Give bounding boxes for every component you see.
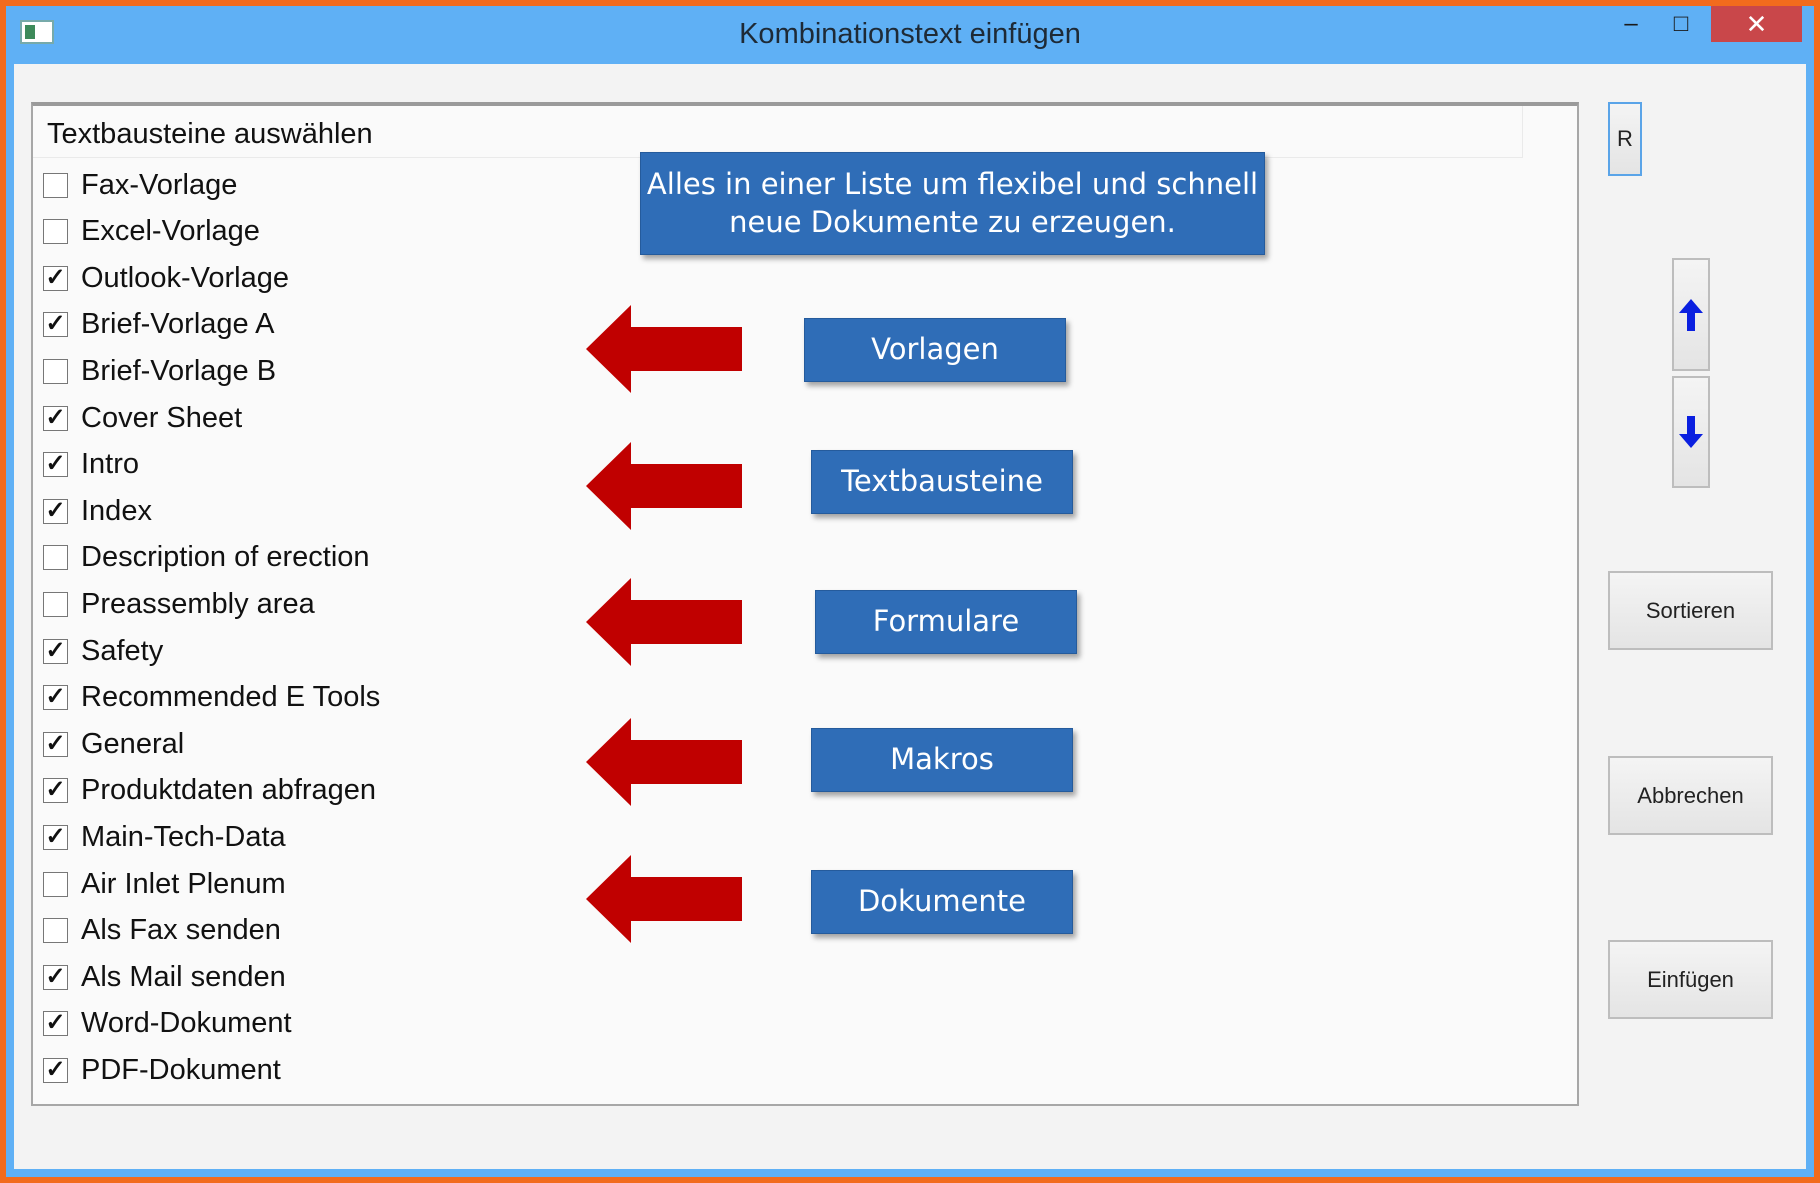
list-item[interactable]: ✓ Safety xyxy=(43,630,163,672)
item-label: PDF-Dokument xyxy=(81,1053,281,1086)
label-dokumente: Dokumente xyxy=(811,870,1073,934)
maximize-button[interactable]: □ xyxy=(1673,10,1689,37)
label-vorlagen: Vorlagen xyxy=(804,318,1066,382)
item-label: Cover Sheet xyxy=(81,401,243,434)
list-item[interactable]: ✓ Cover Sheet xyxy=(43,397,242,439)
r-button[interactable]: R xyxy=(1608,102,1642,176)
item-label: Brief-Vorlage B xyxy=(81,354,277,387)
app-icon xyxy=(20,20,54,44)
checkbox[interactable]: ✓ xyxy=(43,452,68,478)
callout-line-1: Alles in einer Liste um flexibel und sch… xyxy=(646,166,1259,201)
checkbox[interactable]: ✓ xyxy=(43,824,68,850)
item-label: General xyxy=(81,727,185,760)
checkbox[interactable] xyxy=(43,219,68,245)
item-label: Safety xyxy=(81,634,164,667)
checkbox[interactable] xyxy=(43,358,68,384)
checkbox[interactable]: ✓ xyxy=(43,638,68,664)
label-makros: Makros xyxy=(811,728,1073,792)
list-item[interactable]: ✓ Index xyxy=(43,490,152,532)
move-down-button[interactable] xyxy=(1672,376,1710,488)
list-item[interactable]: Air Inlet Plenum xyxy=(43,863,286,905)
checkbox[interactable] xyxy=(43,918,68,944)
list-item[interactable]: ✓ Produktdaten abfragen xyxy=(43,770,376,812)
title-bar: Kombinationstext einfügen ‒ □ ✕ xyxy=(6,6,1814,62)
item-label: Preassembly area xyxy=(81,587,315,620)
list-item[interactable]: Brief-Vorlage B xyxy=(43,350,276,392)
checkbox[interactable]: ✓ xyxy=(43,265,68,291)
list-item[interactable]: Description of erection xyxy=(43,537,370,579)
list-item[interactable]: Excel-Vorlage xyxy=(43,211,260,253)
red-arrow-left-icon xyxy=(586,855,742,943)
sort-button[interactable]: Sortieren xyxy=(1608,571,1773,650)
list-item[interactable]: Als Fax senden xyxy=(43,910,281,952)
list-item[interactable]: ✓ Recommended E Tools xyxy=(43,677,380,719)
checkbox[interactable]: ✓ xyxy=(43,312,68,338)
item-label: Produktdaten abfragen xyxy=(81,774,377,807)
list-item[interactable]: ✓ Brief-Vorlage A xyxy=(43,304,274,346)
callout-line-2: neue Dokumente zu erzeugen. xyxy=(729,204,1176,239)
arrow-down-icon xyxy=(1679,416,1703,448)
checkbox[interactable] xyxy=(43,545,68,571)
checkbox[interactable]: ✓ xyxy=(43,405,68,431)
list-item[interactable]: Preassembly area xyxy=(43,583,315,625)
minimize-button[interactable]: ‒ xyxy=(1624,10,1638,37)
list-item[interactable]: ✓ Main-Tech-Data xyxy=(43,816,286,858)
insert-button[interactable]: Einfügen xyxy=(1608,940,1773,1019)
red-arrow-left-icon xyxy=(586,578,742,666)
checkbox[interactable] xyxy=(43,871,68,897)
list-item[interactable]: ✓ PDF-Dokument xyxy=(43,1049,281,1091)
item-label: Excel-Vorlage xyxy=(81,215,260,248)
checkbox[interactable]: ✓ xyxy=(43,964,68,990)
checkbox[interactable] xyxy=(43,172,68,198)
checkbox[interactable]: ✓ xyxy=(43,1011,68,1037)
checkbox[interactable]: ✓ xyxy=(43,1057,68,1083)
item-label: Outlook-Vorlage xyxy=(81,261,289,294)
checkbox[interactable]: ✓ xyxy=(43,731,68,757)
item-label: Recommended E Tools xyxy=(81,681,381,714)
red-arrow-left-icon xyxy=(586,442,742,530)
list-item[interactable]: Fax-Vorlage xyxy=(43,164,237,206)
dialog-window: Kombinationstext einfügen ‒ □ ✕ Textbaus… xyxy=(6,6,1814,1177)
checkbox[interactable]: ✓ xyxy=(43,498,68,524)
item-label: Main-Tech-Data xyxy=(81,820,286,853)
callout-box: Alles in einer Liste um flexibel und sch… xyxy=(640,152,1265,255)
checkbox[interactable]: ✓ xyxy=(43,778,68,804)
item-label: Als Mail senden xyxy=(81,960,286,993)
list-header: Textbausteine auswählen xyxy=(33,106,1523,158)
item-label: Brief-Vorlage A xyxy=(81,308,275,341)
move-up-button[interactable] xyxy=(1672,258,1710,371)
item-label: Fax-Vorlage xyxy=(81,168,238,201)
list-item[interactable]: ✓ Intro xyxy=(43,444,139,486)
cancel-button[interactable]: Abbrechen xyxy=(1608,756,1773,835)
red-arrow-left-icon xyxy=(586,305,742,393)
checkbox[interactable]: ✓ xyxy=(43,685,68,711)
item-label: Index xyxy=(81,494,152,527)
window-title: Kombinationstext einfügen xyxy=(739,18,1081,50)
list-item[interactable]: ✓ Word-Dokument xyxy=(43,1003,292,1045)
label-formulare: Formulare xyxy=(815,590,1077,654)
label-textbausteine: Textbausteine xyxy=(811,450,1073,514)
red-arrow-left-icon xyxy=(586,718,742,806)
list-item[interactable]: ✓ Outlook-Vorlage xyxy=(43,257,289,299)
item-label: Als Fax senden xyxy=(81,914,281,947)
item-label: Description of erection xyxy=(81,541,370,574)
item-label: Intro xyxy=(81,448,140,481)
arrow-up-icon xyxy=(1679,298,1703,331)
list-item[interactable]: ✓ Als Mail senden xyxy=(43,956,286,998)
checkbox[interactable] xyxy=(43,591,68,617)
close-button[interactable]: ✕ xyxy=(1711,6,1802,42)
item-label: Air Inlet Plenum xyxy=(81,867,286,900)
item-label: Word-Dokument xyxy=(81,1007,292,1040)
list-item[interactable]: ✓ General xyxy=(43,723,184,765)
